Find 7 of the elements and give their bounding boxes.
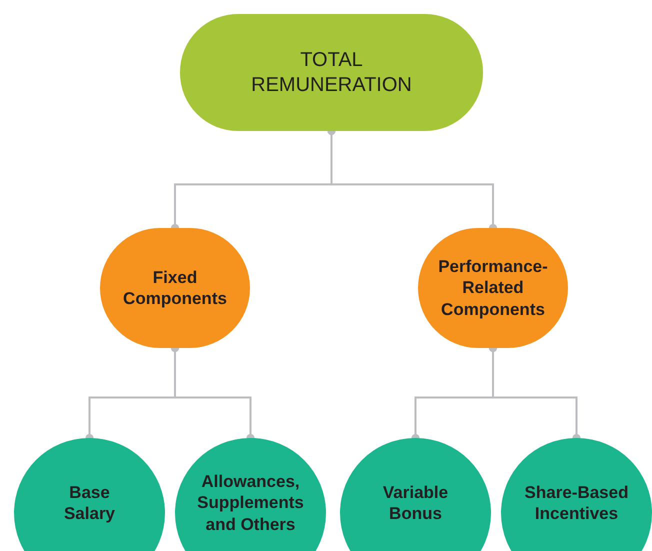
node-label: Performance-Related Components — [437, 256, 549, 320]
node-label: Allowances, Supplements and Others — [196, 471, 305, 535]
node-label: Variable Bonus — [382, 482, 450, 524]
node-label: Base Salary — [62, 482, 116, 524]
node-label: Share-Based Incentives — [524, 482, 630, 524]
node-label: TOTAL REMUNERATION — [250, 48, 413, 98]
node-label: Fixed Components — [122, 266, 228, 310]
